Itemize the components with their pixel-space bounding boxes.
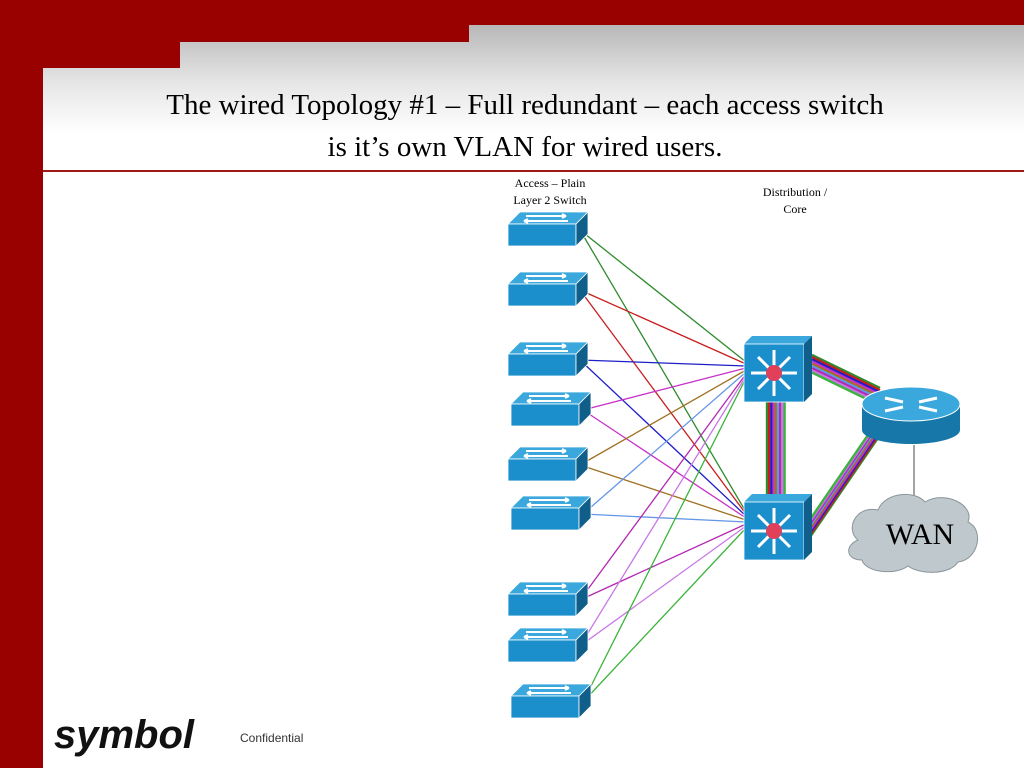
access-switch-icon (510, 495, 592, 531)
access-layer-label: Access – Plain Layer 2 Switch (490, 175, 610, 209)
symbol-logo: symbol (54, 713, 195, 757)
access-uplink (582, 527, 747, 703)
trunk-link (811, 353, 881, 390)
trunk-link (807, 421, 881, 528)
distribution-label-line-2: Core (783, 202, 807, 216)
trunk-link (811, 360, 881, 396)
top-brand-bar-2 (180, 0, 469, 42)
access-switch-icon (510, 683, 592, 719)
trunk-link (807, 434, 881, 541)
title-divider (43, 170, 1024, 172)
slide-title: The wired Topology #1 – Full redundant –… (60, 84, 990, 168)
distribution-switch-1 (742, 334, 814, 404)
trunk-link (811, 362, 881, 398)
wan-label: WAN (885, 518, 955, 551)
trunk-link (807, 423, 881, 530)
access-switch-icon (507, 341, 589, 377)
access-switch-icon (507, 581, 589, 617)
svg-text:symbol: symbol (54, 713, 195, 757)
title-line-2: is it’s own VLAN for wired users. (327, 131, 723, 163)
access-uplink (579, 229, 747, 363)
left-brand-bar (0, 0, 43, 768)
access-uplink (579, 229, 747, 513)
distribution-layer-label: Distribution / Core (735, 184, 855, 218)
access-uplink (579, 373, 747, 601)
access-uplink (582, 409, 747, 519)
access-switch-icon (507, 627, 589, 663)
access-uplink (582, 371, 747, 515)
access-switches (507, 211, 592, 719)
access-label-line-1: Access – Plain (514, 176, 586, 190)
trunk-link (811, 358, 881, 394)
access-uplink (582, 513, 747, 523)
access-uplink (579, 369, 747, 466)
access-uplink (579, 464, 747, 521)
header-background (43, 25, 1024, 170)
access-switch-icon (507, 211, 589, 247)
trunk-link (807, 425, 881, 532)
trunk-link (807, 418, 881, 526)
trunk-link (807, 429, 881, 537)
access-uplink (582, 367, 747, 411)
access-uplink (579, 359, 747, 517)
top-brand-bar-3 (469, 0, 1024, 25)
title-line-1: The wired Topology #1 – Full redundant –… (166, 89, 884, 121)
trunk-link (811, 364, 881, 401)
cloud-icon (848, 493, 978, 573)
access-uplink (579, 359, 747, 367)
trunk-link (807, 427, 881, 535)
confidential-label: Confidential (240, 731, 304, 745)
access-uplink (579, 525, 747, 647)
distribution-label-line-1: Distribution / (762, 185, 828, 199)
access-uplink (579, 289, 747, 515)
trunk-link (811, 356, 881, 392)
access-label-line-2: Layer 2 Switch (513, 193, 587, 207)
trunk-link (807, 432, 881, 539)
access-switch-icon (507, 446, 589, 482)
top-brand-bar-1 (43, 0, 180, 68)
distribution-switch-2 (742, 492, 814, 562)
access-links (579, 229, 747, 703)
access-uplink (579, 289, 747, 365)
access-switch-icon (510, 391, 592, 427)
router-icon (861, 386, 961, 444)
access-uplink (582, 377, 747, 703)
access-uplink (579, 523, 747, 601)
access-switch-icon (507, 271, 589, 307)
access-uplink (579, 375, 747, 647)
